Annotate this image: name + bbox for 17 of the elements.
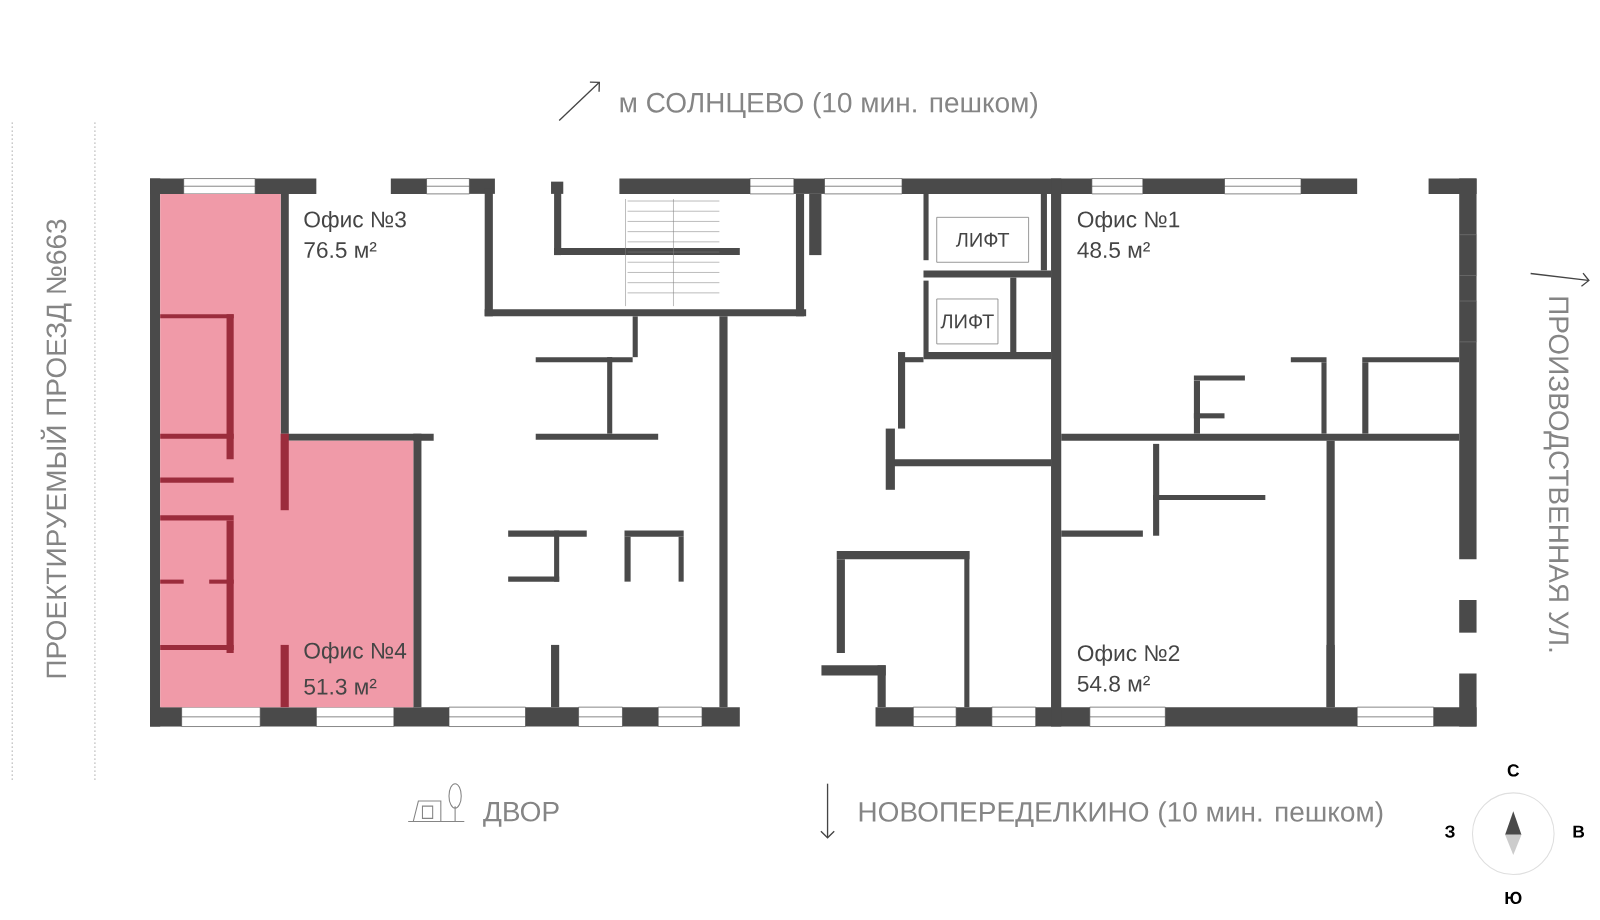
compass-letter: Ю: [1505, 891, 1522, 904]
street-label: ПРОЕКТИРУЕМЫЙ ПРОЕЗД №663: [40, 219, 72, 678]
street-label: ПРОИЗВОДСТВЕННАЯ УЛ.: [1543, 297, 1569, 652]
compass-letter: З: [1445, 825, 1455, 838]
compass-letter: В: [1573, 825, 1585, 838]
office-label: Офис №3: [304, 210, 406, 232]
area-label: 54.8 м²: [1077, 675, 1150, 692]
street-label: м СОЛНЦЕВО (10 мин. пешком): [620, 91, 1037, 118]
direction-label: ДВОР: [483, 801, 559, 827]
direction-label: НОВОПЕРЕДЕЛКИНО (10 мин. пешком): [859, 801, 1383, 828]
lift-box: ЛИФТ: [936, 216, 1029, 263]
area-label: 48.5 м²: [1077, 241, 1150, 258]
compass-letter: С: [1507, 764, 1520, 777]
lift-box: ЛИФТ: [936, 298, 999, 345]
office-label: Офис №2: [1077, 644, 1180, 666]
office-label: Офис №1: [1077, 210, 1180, 232]
area-label: 76.5 м²: [304, 241, 377, 258]
